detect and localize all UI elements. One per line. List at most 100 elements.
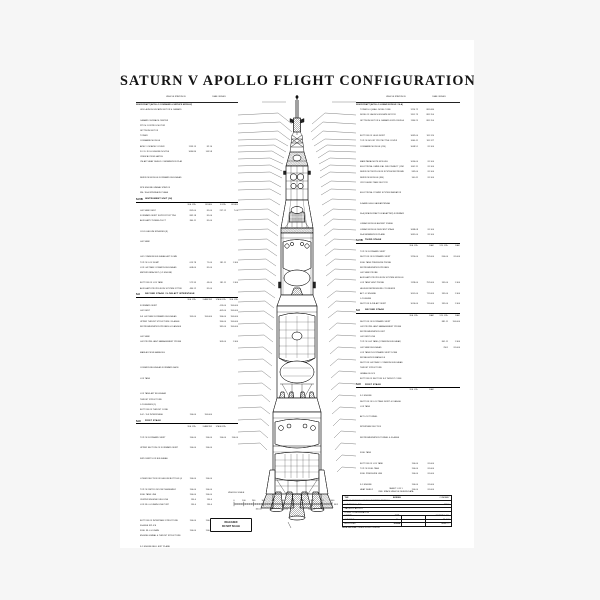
annotation-value-c4: 1.300 (232, 341, 238, 344)
annotation-value-c1: 1080.86 (188, 150, 196, 153)
stage-column-header-c2: DIAM. (429, 389, 434, 392)
stage-rule (136, 201, 238, 203)
stage-column-headers: VEH. STA. DIAM. (356, 388, 460, 394)
annotation-label: FWD SKIRT/LOX BULKHEAD (140, 457, 168, 460)
annotation-row: LOWER SECTION OF HELIUM BOTTLES (4) 196.0… (136, 477, 238, 482)
annotation-value-c4: 1.300 (454, 341, 460, 344)
annotation-label: LH2 COMMON BULKHEAD AFT DOME (140, 256, 178, 259)
title-block-cell-right: COMPANY (439, 496, 450, 499)
title-block-cell-left: SPACE DIVISION / LAUNCH SYSTEMS BRANCH (344, 500, 390, 503)
stage-tag: S-II (356, 308, 360, 312)
annotation-label: INSTRUMENTATION PROBES & FLANGES (140, 325, 182, 328)
stage-column-header-c3: STG. STA. (439, 245, 448, 248)
stage-column-header-c2: DIAMETER (202, 425, 212, 428)
annotation-value-c1: 395.00 (189, 315, 196, 318)
annotation-value-c4: 7.00 (233, 209, 238, 212)
annotation-label: ELECTRICAL POWER SYSTEM RADIATOR (360, 192, 402, 195)
annotation-value-c3: 381.00 (219, 325, 226, 328)
annotation-row: TOP OF RETRO ROCKET ASSEMBLY 196.00 196.00 (136, 488, 238, 493)
stage-column-header-c4: DIAM. (455, 314, 460, 317)
annotation-label: FUEL TANK (360, 452, 372, 455)
annotation-value-c2: 49.00 (206, 282, 212, 285)
annotation-label: THRUST STRUCTURE (140, 398, 162, 401)
stage-rule (356, 387, 460, 389)
annotation-label: LH2 VENT LINE (360, 336, 376, 339)
title-block-cell-center: BOEING (393, 496, 401, 499)
stage-column-header-c1: VEH. STA. (409, 389, 418, 392)
scale-bar-title: VEHICLE SCALE (228, 492, 245, 494)
annotation-value-c3: 181.00 (441, 292, 448, 295)
annotation-label: BOTTOM OF LOX TANK (140, 282, 163, 285)
annotation-label: LUNAR MODULE ASCENT STAGE (360, 223, 393, 226)
annotation-value-c2: 81.100 (427, 233, 434, 236)
annotation-label: TOP OF FORWARD SKIRT (360, 251, 386, 254)
annotation-value-c1: 196.00 (411, 462, 418, 465)
title-block-divider (343, 499, 451, 501)
annotation-value-c2: 81.00 (206, 266, 212, 269)
annotation-value-c2: 196.00 (205, 519, 212, 522)
annotation-row: SECTION LH2 TANK / COMMON BULKHEAD (356, 361, 460, 366)
stage-column-header-c1: VEH. STA. (409, 314, 418, 317)
annotation-label: SECTION OF FORWARD SKIRT (360, 256, 391, 259)
annotation-value-c4: 196.000 (452, 320, 460, 323)
column-header-diameter: DIAM. INCHES (432, 96, 446, 98)
annotation-label: LES LAUNCH ESCAPE MOTOR & CANARD ASSEMBL… (140, 109, 182, 112)
annotation-row: PITCH CONTROL MOTOR (136, 124, 238, 129)
annotation-value-c4: 81.000 (453, 346, 460, 349)
annotation-value-c1: 1133.19 (188, 145, 196, 148)
annotation-row: LOX TANK IN FORWARD SKIRT DOME (356, 351, 460, 356)
saturn-v-cutaway-illustration (120, 40, 474, 548)
annotation-value-c4: 1.300 (454, 292, 460, 295)
annotation-value-c2: 81.00 (206, 287, 212, 290)
annotation-label: SPS ENGINE GIMBAL STATION (140, 186, 171, 190)
annotation-label: LOX LH2 TANK COMMON BULKHEAD (140, 266, 177, 269)
annotation-value-c1: 1016.00 (410, 303, 418, 306)
annotation-label: COMMAND MODULE (140, 140, 161, 143)
annotation-label: AUXILIARY PROPULSION SYSTEM FITTING (140, 287, 182, 290)
annotation-value-c1: 196.00 (189, 488, 196, 491)
annotation-value-c2: 196.00 (205, 488, 212, 491)
stage-column-header-c2: INCHES (205, 203, 212, 206)
annotation-row: JETTISON MOTOR (136, 129, 238, 134)
title-block-divider (343, 518, 451, 519)
column-header-row: VEHICLE STATION IN.DIAM. INCHES (136, 96, 238, 103)
annotation-value-c2: 81.000 (427, 473, 434, 476)
annotation-row: COLD HELIUM SPHERES (8) (136, 230, 238, 235)
annotation-label: F-1 ENGINE (360, 395, 372, 398)
annotation-label: INSTALLATION MANHOLE (360, 356, 386, 360)
annotation-row: MAIN ACCESS MANHOLE (136, 351, 238, 356)
title-block-divider (343, 522, 451, 523)
annotation-value-c2: 181.120 (426, 135, 434, 138)
annotation-value-c2: 81.000 (427, 488, 434, 491)
title-block-vdivider (425, 514, 426, 526)
annotation-value-c2: 145.58 (205, 150, 212, 153)
annotation-label: NOSE OF LAUNCH ESCAPE MOTOR (360, 114, 396, 117)
stage-rule (136, 423, 238, 425)
title-block-cell-left: CHECKED (344, 519, 355, 521)
annotation-label: FORWARD SKIRT SUPPORT FITTING (140, 214, 177, 217)
annotation-value-c2: 196.00 (205, 478, 212, 481)
annotation-label: TOP OF RETRO ROCKET ASSEMBLY (140, 488, 177, 491)
annotation-label: CENTER ENGINE FUEL LINE (140, 499, 169, 502)
scale-unit-label: INCHES (334, 504, 338, 506)
annotation-label: LOWER SECTION OF HELIUM BOTTLES (4) (140, 478, 182, 481)
annotation-row: SPS ENGINE GIMBAL STATION (136, 186, 238, 191)
annotation-value-c3: 303.00 (219, 341, 226, 344)
annotation-value-c2: 81.100 (427, 145, 434, 148)
annotation-value-c3: 801.11 (441, 341, 448, 344)
annotation-row: BOTTOM OF THRUST CONE (136, 408, 238, 413)
annotation-label: TOP OF FORWARD SKIRT (140, 436, 166, 439)
